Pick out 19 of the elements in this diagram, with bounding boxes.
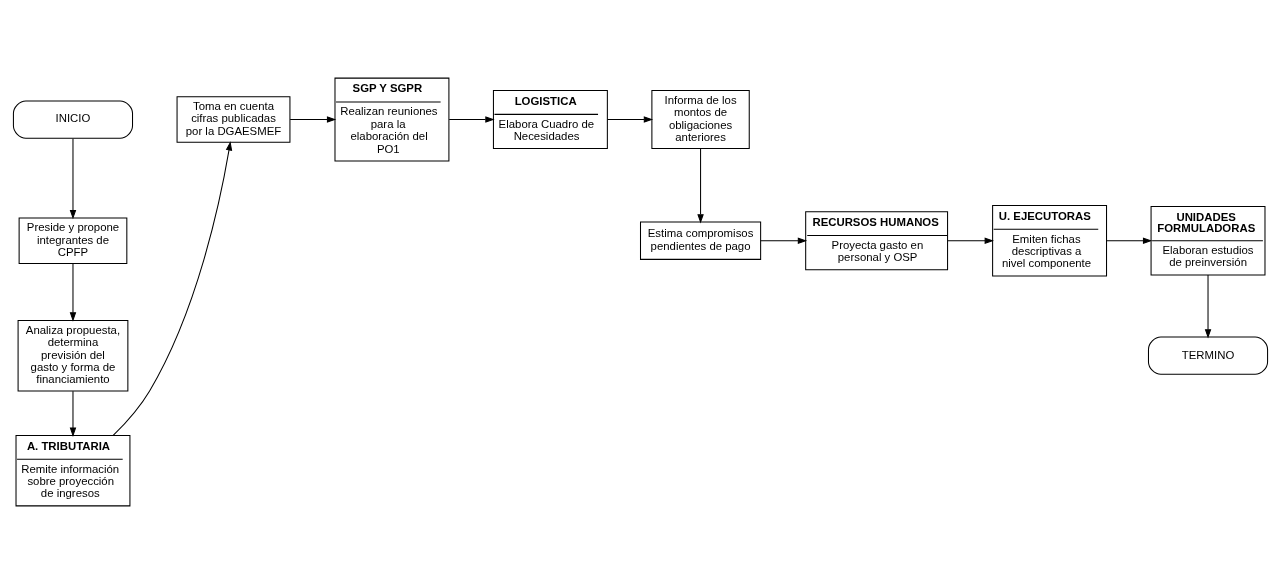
node-box: INICIO bbox=[12, 100, 134, 139]
node-box: Preside y propone integrantes de CPFP bbox=[18, 217, 128, 265]
arrow bbox=[289, 116, 337, 123]
node-box: TERMINO bbox=[1147, 336, 1269, 375]
arrow bbox=[1204, 274, 1212, 339]
arrow bbox=[69, 390, 77, 437]
arrow bbox=[760, 237, 808, 244]
node-box: Toma en cuenta cifras publicadas por la DGAESMEF bbox=[176, 96, 291, 143]
arrow bbox=[697, 148, 704, 224]
arrow bbox=[448, 116, 495, 123]
node-box: Informa de los montos de obligaciones anteriores bbox=[651, 90, 750, 150]
arrow bbox=[69, 263, 77, 322]
arrow bbox=[112, 141, 233, 436]
node-box: Estima compromisos pendientes de pago bbox=[640, 221, 762, 260]
arrow bbox=[947, 237, 994, 244]
arrow bbox=[607, 116, 654, 123]
arrow bbox=[69, 138, 77, 220]
node-box: Analiza propuesta, determina previsión del gasto y forma de financiamiento bbox=[17, 319, 129, 392]
arrow bbox=[1106, 237, 1153, 244]
